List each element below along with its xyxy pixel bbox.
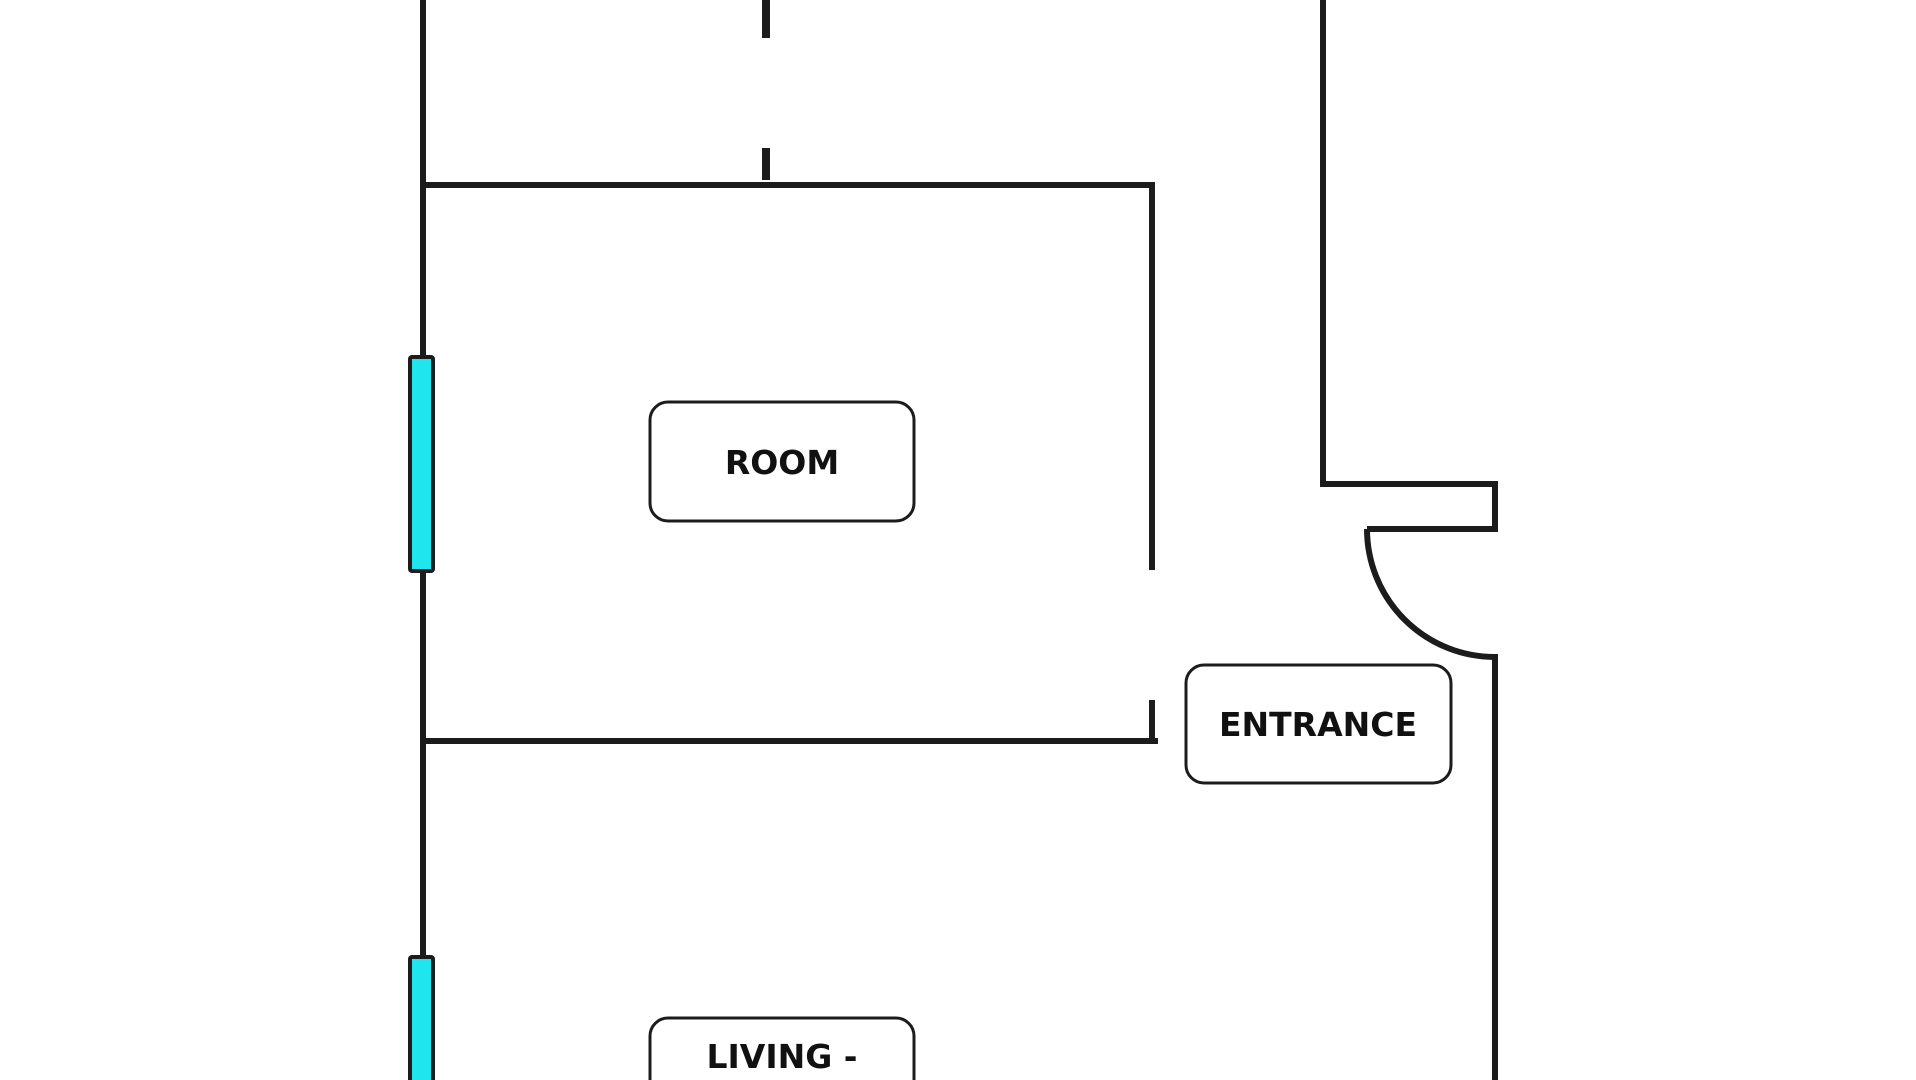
room-label-text: ROOM <box>725 443 839 482</box>
entrance-door-swing <box>1364 528 1496 660</box>
window-lower <box>408 955 435 1080</box>
entrance-label: ENTRANCE <box>1184 663 1453 785</box>
living-label-text: LIVING - <box>706 1037 857 1076</box>
window-upper <box>408 355 435 573</box>
living-label: LIVING - <box>648 1016 916 1080</box>
entrance-label-text: ENTRANCE <box>1219 705 1417 744</box>
walls <box>420 0 1498 1080</box>
room-label: ROOM <box>648 400 916 523</box>
corridor-wall <box>1320 0 1498 532</box>
